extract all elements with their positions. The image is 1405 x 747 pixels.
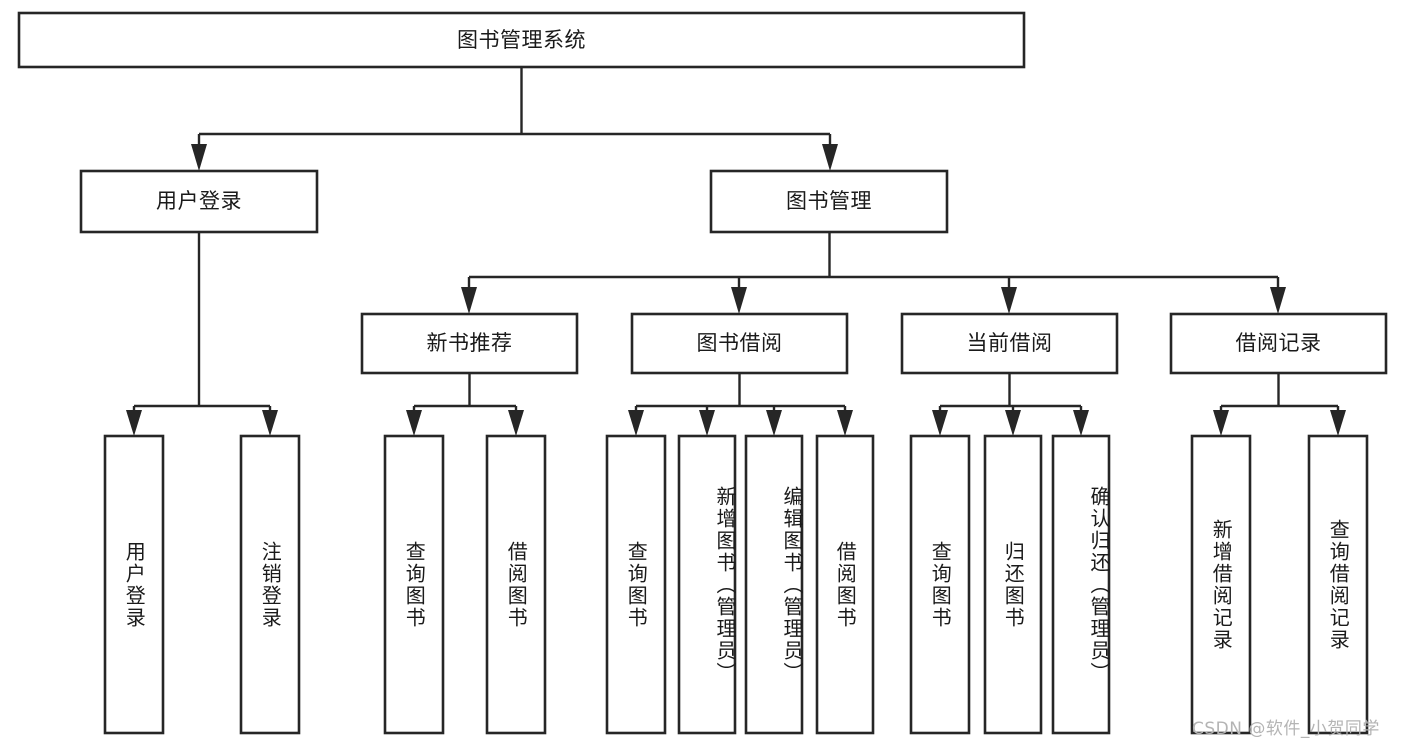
node-borrow-record-label: 借阅记录 <box>1236 331 1322 355</box>
arrow-head-bb-edit-book <box>766 410 782 436</box>
node-book-management[interactable]: 图书管理 <box>709 169 949 234</box>
arrow-head-book-mgmt <box>822 144 838 171</box>
leaf-box-logout[interactable] <box>239 434 301 735</box>
leaf-box-bb-query-book[interactable] <box>605 434 667 735</box>
node-book-management-label: 图书管理 <box>786 189 872 213</box>
arrow-head-bb-add-book <box>699 410 715 436</box>
leaf-box-cb-query-book[interactable] <box>909 434 971 735</box>
leaf-box-br-add-record[interactable] <box>1190 434 1252 735</box>
node-borrow-record-box <box>1169 312 1388 375</box>
arrow-head-book-borrow <box>731 287 747 314</box>
leaf-box-bb-edit-book[interactable] <box>744 434 804 735</box>
connector-group-new-book-rec <box>406 373 524 436</box>
connector-group-root <box>191 67 838 171</box>
node-book-borrow[interactable]: 图书借阅 <box>630 312 849 375</box>
node-root-box <box>17 11 1026 69</box>
node-root-label: 图书管理系统 <box>457 28 586 52</box>
arrow-head-bb-query-book <box>628 410 644 436</box>
node-user-login-label: 用户登录 <box>156 189 242 213</box>
node-new-book-recommend-box <box>360 312 579 375</box>
arrow-head-cb-return-book <box>1005 410 1021 436</box>
leaf-box-user-login[interactable] <box>103 434 165 735</box>
leaf-box-nbr-borrow-book[interactable] <box>485 434 547 735</box>
node-book-borrow-label: 图书借阅 <box>697 331 783 355</box>
arrow-head-leaf-user-login <box>126 410 142 436</box>
node-root[interactable]: 图书管理系统 <box>17 11 1026 69</box>
connector-group-user-login <box>126 232 278 436</box>
arrow-head-cb-confirm-return <box>1073 410 1089 436</box>
arrow-head-bb-borrow-book <box>837 410 853 436</box>
leaf-box-cb-return-book[interactable] <box>983 434 1043 735</box>
arrow-head-leaf-logout <box>262 410 278 436</box>
connector-group-borrow-record <box>1213 373 1346 436</box>
connector-group-book-borrow <box>628 373 853 436</box>
arrow-head-nbr-query-book <box>406 410 422 436</box>
leaf-box-nbr-query-book[interactable] <box>383 434 445 735</box>
arrow-head-br-add-record <box>1213 410 1229 436</box>
node-borrow-record[interactable]: 借阅记录 <box>1169 312 1388 375</box>
leaf-box-bb-borrow-book[interactable] <box>815 434 875 735</box>
node-new-book-recommend-label: 新书推荐 <box>427 331 513 355</box>
connector-group-book-mgmt <box>461 232 1286 314</box>
node-current-borrow-label: 当前借阅 <box>967 331 1053 355</box>
arrow-head-user-login <box>191 144 207 171</box>
node-new-book-recommend[interactable]: 新书推荐 <box>360 312 579 375</box>
node-user-login-box <box>79 169 319 234</box>
node-current-borrow[interactable]: 当前借阅 <box>900 312 1119 375</box>
node-current-borrow-box <box>900 312 1119 375</box>
arrow-head-borrow-record <box>1270 287 1286 314</box>
arrow-head-cb-query-book <box>932 410 948 436</box>
csdn-watermark: CSDN @软件_小贺同学 <box>1192 719 1380 739</box>
leaf-boxes <box>103 434 1369 735</box>
node-book-borrow-box <box>630 312 849 375</box>
arrow-head-br-query-record <box>1330 410 1346 436</box>
node-book-management-box <box>709 169 949 234</box>
leaf-box-bb-add-book[interactable] <box>677 434 737 735</box>
leaf-box-br-query-record[interactable] <box>1307 434 1369 735</box>
node-user-login[interactable]: 用户登录 <box>79 169 319 234</box>
arrow-head-new-book-rec <box>461 287 477 314</box>
arrow-head-current-borrow <box>1001 287 1017 314</box>
connector-group-current-borrow <box>932 373 1089 436</box>
arrow-head-nbr-borrow-book <box>508 410 524 436</box>
leaf-box-cb-confirm-return[interactable] <box>1051 434 1111 735</box>
